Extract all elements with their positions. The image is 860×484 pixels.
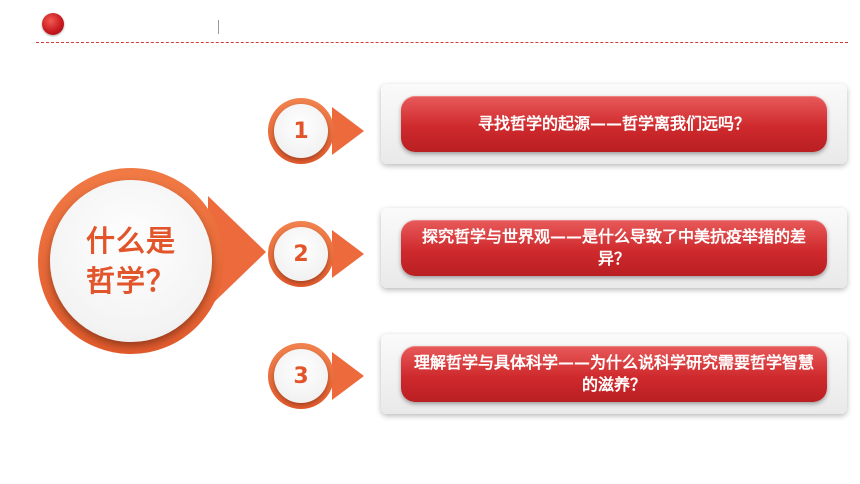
item-1-text: 寻找哲学的起源——哲学离我们远吗？ [477,114,750,133]
item-3-card[interactable]: 理解哲学与具体科学——为什么说科学研究需要哲学智慧的滋养？ [381,334,847,414]
item-2-arrow-icon [332,230,364,278]
main-topic-title: 什么是哲学？ [85,224,176,298]
item-3-pill[interactable]: 理解哲学与具体科学——为什么说科学研究需要哲学智慧的滋养？ [401,346,827,402]
item-3-number: 3 [274,349,328,403]
item-2-text: 探究哲学与世界观——是什么导致了中美抗疫举措的差异？ [421,227,806,268]
item-2-pill[interactable]: 探究哲学与世界观——是什么导致了中美抗疫举措的差异？ [401,220,827,276]
item-3-text: 理解哲学与具体科学——为什么说科学研究需要哲学智慧的滋养？ [414,353,815,394]
header-divider-tick [218,20,219,34]
item-1-card[interactable]: 寻找哲学的起源——哲学离我们远吗？ [381,84,847,164]
item-2-number-ring: 2 [268,221,334,287]
item-3-number-ring: 3 [268,343,334,409]
item-2-card[interactable]: 探究哲学与世界观——是什么导致了中美抗疫举措的差异？ [381,208,847,288]
item-2-number: 2 [274,227,328,281]
item-1-number: 1 [274,104,328,158]
header-red-dot-icon [42,13,64,35]
item-3-arrow-icon [332,352,364,400]
header-dashed-line [36,42,848,43]
item-1-pill[interactable]: 寻找哲学的起源——哲学离我们远吗？ [401,96,827,152]
item-1-number-ring: 1 [268,98,334,164]
item-1-arrow-icon [332,107,364,155]
main-topic-circle: 什么是哲学？ [50,180,212,342]
